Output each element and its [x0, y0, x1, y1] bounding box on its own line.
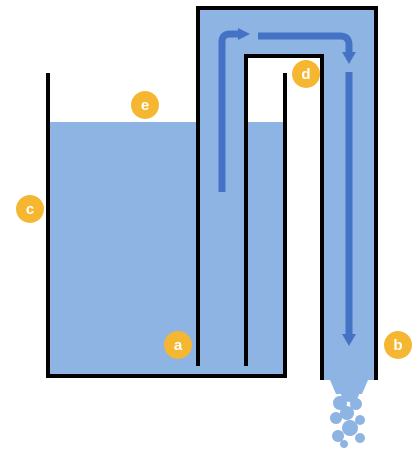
marker-label: a: [174, 337, 183, 354]
flow-arrow-down-head: [342, 334, 356, 346]
marker-circle: [16, 195, 44, 223]
marker-d: d: [292, 60, 320, 88]
flow-arrow-up: [218, 30, 240, 192]
water-droplets: [330, 380, 368, 448]
flow-arrow-across: [258, 32, 353, 52]
siphon-outer-wall: [196, 6, 378, 380]
marker-label: e: [141, 97, 149, 114]
marker-circle: [384, 331, 412, 359]
siphon-water: [198, 8, 376, 380]
marker-circle: [131, 91, 159, 119]
siphon-inner-wall: [244, 54, 324, 380]
marker-b: b: [384, 331, 412, 359]
flow-arrow-up-head: [238, 28, 250, 40]
marker-label: b: [393, 337, 402, 354]
marker-c: c: [16, 195, 44, 223]
marker-circle: [164, 331, 192, 359]
marker-e: e: [131, 91, 159, 119]
flow-arrow-across-head: [342, 52, 356, 64]
markers: a b c d e: [16, 60, 412, 359]
flow-arrows: [218, 28, 356, 346]
tank-and-tube-walls: [46, 6, 378, 380]
marker-label: d: [301, 66, 310, 83]
marker-circle: [292, 60, 320, 88]
tank-wall: [46, 73, 287, 378]
marker-label: c: [26, 201, 34, 218]
marker-a: a: [164, 331, 192, 359]
